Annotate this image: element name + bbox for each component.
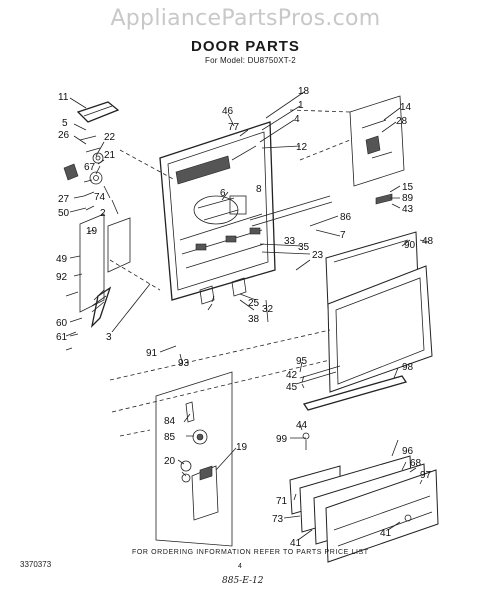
callout-86: 86	[340, 212, 352, 223]
callout-93: 93	[178, 358, 190, 369]
toe-kick-panels	[289, 375, 439, 563]
callout-14: 14	[400, 102, 412, 113]
outer-door-panels	[295, 231, 433, 393]
callout-8: 8	[256, 184, 262, 195]
callout-97: 97	[420, 470, 432, 481]
callout-92: 92	[56, 272, 68, 283]
callout-12: 12	[296, 142, 308, 153]
callout-98: 98	[402, 362, 414, 373]
callout-5: 5	[62, 118, 68, 129]
callout-68: 68	[410, 458, 422, 469]
callout-71: 71	[276, 496, 288, 507]
callout-11: 11	[58, 92, 69, 103]
inner-door-frame	[159, 121, 276, 305]
callout-41-left: 41	[290, 538, 302, 549]
watermark: AppliancePartsPros.com	[110, 6, 381, 31]
callout-95: 95	[296, 356, 308, 367]
ordering-note: FOR ORDERING INFORMATION REFER TO PARTS …	[132, 549, 369, 556]
callout-67: 67	[84, 162, 96, 173]
callout-91: 91	[146, 348, 158, 359]
callout-15: 15	[402, 182, 414, 193]
page-number: 4	[238, 563, 242, 570]
page-title: DOOR PARTS	[191, 38, 300, 55]
callout-84: 84	[164, 416, 176, 427]
callout-1: 1	[298, 100, 304, 111]
callout-3: 3	[106, 332, 112, 343]
callout-6: 6	[220, 188, 226, 199]
callout-26: 26	[58, 130, 70, 141]
callout-99: 99	[276, 434, 288, 445]
callout-20: 20	[164, 456, 176, 467]
callout-labels: 11 5 26 22 21 67 27 50 74 2 19 49 92 60 …	[56, 86, 434, 549]
callout-45: 45	[286, 382, 298, 393]
callout-32: 32	[262, 304, 274, 315]
callout-90: 90	[404, 240, 416, 251]
callout-74: 74	[94, 192, 106, 203]
callout-35: 35	[298, 242, 310, 253]
callout-28: 28	[396, 116, 408, 127]
callout-73: 73	[272, 514, 284, 525]
callout-49: 49	[56, 254, 68, 265]
callout-19-upper: 19	[86, 226, 98, 237]
lower-assembly-box	[109, 329, 331, 547]
callout-60: 60	[56, 318, 68, 329]
handwritten-note: 885-E-12	[222, 576, 264, 586]
callout-18: 18	[298, 86, 310, 97]
callout-23: 23	[312, 250, 324, 261]
callout-50: 50	[58, 208, 70, 219]
callout-42: 42	[286, 370, 298, 381]
model-subtitle: For Model: DU8750XT-2	[205, 56, 296, 65]
callout-4: 4	[294, 114, 300, 125]
callout-2: 2	[100, 208, 106, 219]
callout-44: 44	[296, 420, 308, 431]
callout-19-lower: 19	[236, 442, 248, 453]
callout-7: 7	[340, 230, 346, 241]
callout-48: 48	[422, 236, 434, 247]
callout-77: 77	[228, 122, 240, 133]
callout-41-right: 41	[380, 528, 392, 539]
callout-25: 25	[248, 298, 260, 309]
callout-85: 85	[164, 432, 176, 443]
callout-33: 33	[284, 236, 296, 247]
callout-21: 21	[104, 150, 116, 161]
callout-96: 96	[402, 446, 414, 457]
document-number: 3370373	[20, 560, 52, 569]
side-panel-left	[65, 149, 176, 351]
leader-lines	[69, 91, 429, 541]
callout-27: 27	[58, 194, 70, 205]
callout-46-top: 46	[222, 106, 234, 117]
callout-43: 43	[402, 204, 414, 215]
callout-89: 89	[402, 193, 414, 204]
callout-61: 61	[56, 332, 68, 343]
callout-22: 22	[104, 132, 116, 143]
callout-38: 38	[248, 314, 260, 325]
latch-assembly-right	[249, 95, 405, 227]
